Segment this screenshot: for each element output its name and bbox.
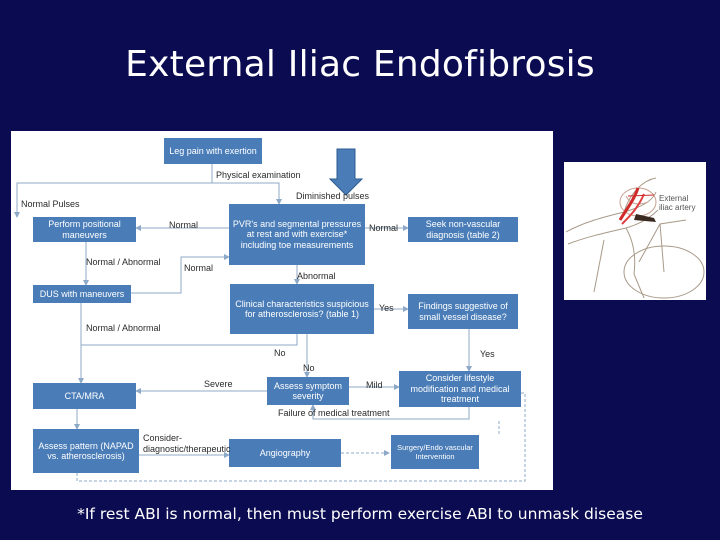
- box-clinical-characteristics: Clinical characteristics suspicious for …: [230, 284, 374, 334]
- flowchart-connectors: [14, 148, 526, 482]
- label-normal-mid: Normal: [184, 263, 214, 273]
- label-yes-lifestyle: Yes: [480, 349, 495, 359]
- box-pvr: PVR's and segmental pressures at rest an…: [229, 204, 365, 265]
- label-no-1: No: [274, 348, 286, 358]
- box-small-vessel: Findings suggestive of small vessel dise…: [408, 294, 518, 329]
- slide-footnote: *If rest ABI is normal, then must perfor…: [77, 505, 643, 523]
- illustration-caption: External iliac artery: [659, 194, 696, 212]
- label-normal-pulses: Normal Pulses: [21, 199, 80, 209]
- box-leg-pain: Leg pain with exertion: [164, 138, 262, 164]
- label-normal-abnormal-1: Normal / Abnormal: [86, 257, 161, 267]
- label-yes-small-vessel: Yes: [379, 303, 394, 313]
- box-symptom-severity: Assess symptom severity: [267, 377, 349, 405]
- box-cta-mra: CTA/MRA: [33, 383, 136, 409]
- label-diminished-pulses: Diminished pulses: [296, 191, 370, 201]
- label-no-2: No: [303, 363, 315, 373]
- label-normal-left: Normal: [169, 220, 199, 230]
- anatomy-illustration: External iliac artery: [564, 162, 706, 300]
- label-normal-abnormal-2: Normal / Abnormal: [86, 323, 161, 333]
- flowchart-panel: Leg pain with exertion PVR's and segment…: [11, 131, 553, 490]
- label-abnormal: Abnormal: [297, 271, 336, 281]
- box-non-vascular: Seek non-vascular diagnosis (table 2): [408, 217, 518, 242]
- slide-title: External Iliac Endofibrosis: [125, 44, 595, 85]
- label-severe: Severe: [204, 379, 233, 389]
- cyclist-anatomy-sketch: [565, 177, 705, 299]
- label-failure-medical: Failure of medical treatment: [278, 408, 390, 418]
- label-physical-exam: Physical examination: [216, 170, 301, 180]
- box-angiography: Angiography: [229, 439, 341, 467]
- box-assess-pattern: Assess pattern (NAPAD vs. atherosclerosi…: [33, 429, 139, 473]
- box-positional-maneuvers: Perform positional maneuvers: [33, 217, 136, 242]
- box-surgery: Surgery/Endo vascular Intervention: [391, 435, 479, 469]
- label-mild: Mild: [366, 380, 383, 390]
- box-lifestyle: Consider lifestyle modification and medi…: [399, 371, 521, 407]
- box-dus-maneuvers: DUS with maneuvers: [33, 285, 131, 303]
- label-consider: Consider-: [143, 433, 183, 443]
- highlight-arrow-icon: [328, 148, 364, 196]
- label-diagnostic-therapeutic: diagnostic/therapeutic: [143, 444, 231, 454]
- label-normal-right: Normal: [369, 223, 399, 233]
